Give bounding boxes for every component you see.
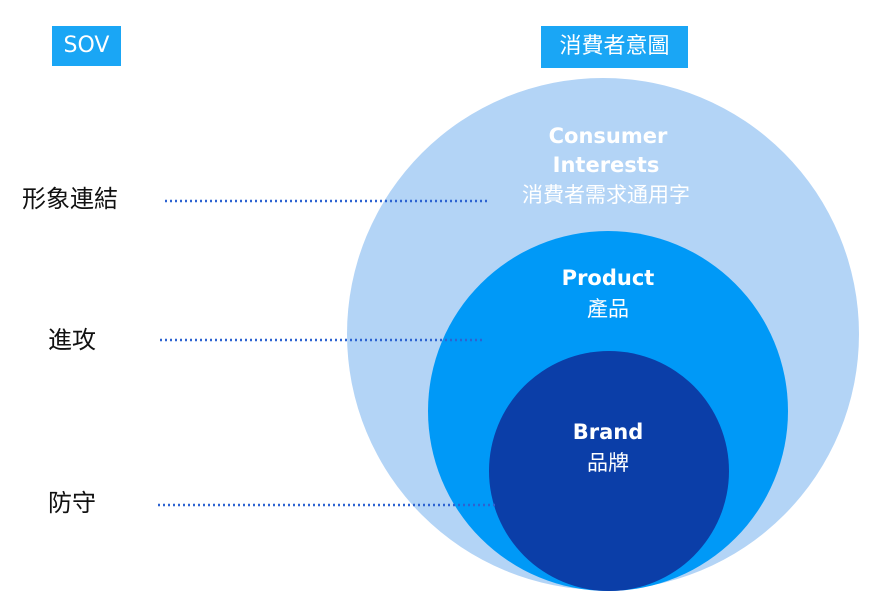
product-label-line2: 產品 [587,297,629,321]
consumer-interests-label-line2: Interests [553,153,660,177]
brand-label-line2: 品牌 [587,451,629,475]
level-label-attack: 進攻 [48,326,96,354]
level-label-defense: 防守 [48,489,96,517]
sov-header-badge: SOV [52,26,121,66]
brand-label-line1: Brand [573,420,644,444]
brand-circle [489,351,729,591]
product-label-line1: Product [562,266,655,290]
consumer-interests-label-line1: Consumer [549,124,668,148]
level-label-image-association: 形象連結 [22,185,118,213]
consumer-interests-label-line3: 消費者需求通用字 [522,183,690,207]
consumer-intent-header-badge: 消費者意圖 [541,26,688,68]
